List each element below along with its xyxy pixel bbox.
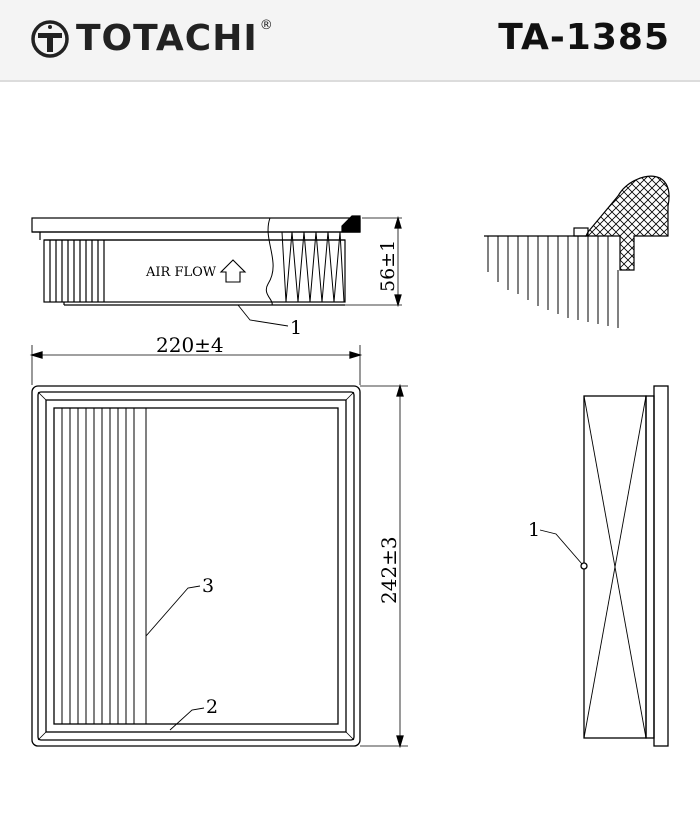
- callout-side-seal: 1: [528, 519, 540, 541]
- side-view-rim: [31, 217, 361, 233]
- header-bar: TOTACHI ® TA-1385: [0, 0, 700, 82]
- width-dimension: 220±4: [156, 333, 224, 357]
- side-view: [31, 215, 402, 327]
- side-view-body: [43, 239, 346, 303]
- seal-detail-pleats: [487, 236, 619, 328]
- length-dimension: 242±3: [377, 536, 401, 604]
- plan-view: [29, 345, 408, 749]
- side-view-pleats-left: [49, 240, 105, 302]
- totachi-emblem-icon: [31, 20, 69, 58]
- plan-view-pleats: [61, 408, 147, 724]
- side-view-pleats-zigzag: [281, 231, 345, 303]
- airflow-label: AIR FLOW: [145, 265, 217, 280]
- height-dimension: 56±1: [377, 240, 399, 292]
- part-number: TA-1385: [498, 17, 670, 58]
- callout-seal: 1: [290, 317, 302, 339]
- airflow-arrow-icon: [219, 259, 247, 283]
- brand-logo: TOTACHI ®: [30, 14, 273, 64]
- brand-name: TOTACHI: [76, 18, 258, 59]
- edge-view: [539, 385, 669, 747]
- registered-mark: ®: [259, 17, 273, 33]
- plan-view-frame-outer: [31, 385, 361, 747]
- edge-view-rim: [653, 385, 669, 747]
- seal-detail-profile: [585, 175, 670, 271]
- callout-frame: 2: [206, 696, 218, 718]
- callout-media: 3: [202, 575, 214, 597]
- seal-detail: [484, 175, 670, 328]
